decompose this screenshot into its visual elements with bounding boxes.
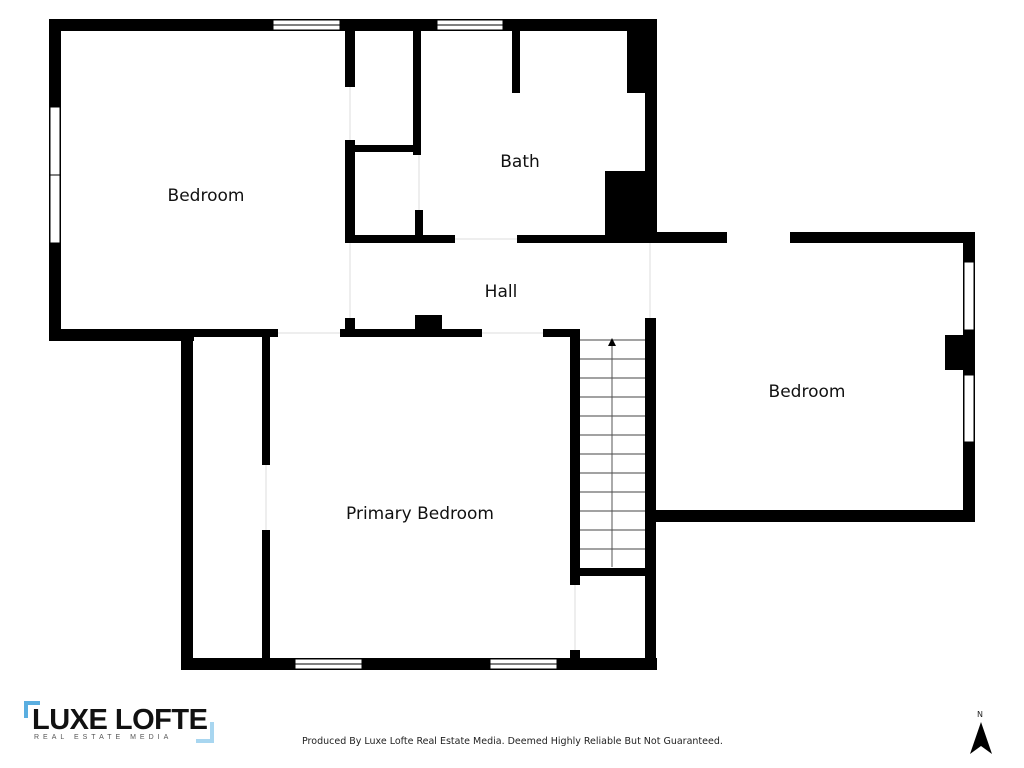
room-label-bath: Bath bbox=[500, 152, 540, 172]
wall bbox=[345, 31, 355, 87]
wall bbox=[790, 232, 975, 243]
wall bbox=[181, 337, 193, 670]
fireplace bbox=[945, 335, 963, 370]
wall bbox=[340, 329, 482, 337]
wall bbox=[181, 329, 278, 337]
logo-bracket bbox=[196, 722, 214, 743]
wall bbox=[645, 318, 656, 670]
wall bbox=[413, 31, 421, 155]
wall bbox=[645, 19, 657, 243]
logo-name: LUXE LOFTE bbox=[32, 704, 208, 736]
wall bbox=[262, 337, 270, 465]
room-label-primary-bedroom: Primary Bedroom bbox=[346, 504, 494, 524]
room-label-hall: Hall bbox=[484, 282, 518, 302]
door-openings bbox=[265, 87, 651, 650]
wall bbox=[345, 318, 355, 337]
room-label-bedroom: Bedroom bbox=[167, 186, 245, 206]
window bbox=[963, 374, 975, 443]
wall bbox=[570, 650, 580, 670]
wall bbox=[645, 232, 727, 243]
logo-bracket bbox=[24, 701, 40, 718]
wall bbox=[570, 329, 580, 585]
wall bbox=[262, 530, 270, 670]
wall bbox=[627, 31, 645, 93]
logo: LUXE LOFTE REAL ESTATE MEDIA bbox=[24, 700, 216, 746]
wall bbox=[345, 235, 455, 243]
wall bbox=[181, 658, 657, 670]
disclaimer: Produced By Luxe Lofte Real Estate Media… bbox=[302, 736, 723, 747]
window bbox=[49, 106, 61, 176]
walls bbox=[49, 19, 975, 670]
wall bbox=[49, 19, 657, 31]
wall bbox=[415, 210, 423, 243]
window bbox=[963, 261, 975, 331]
wall bbox=[517, 235, 727, 243]
wall bbox=[345, 140, 355, 243]
wall bbox=[345, 145, 421, 152]
stair-arrow-icon bbox=[608, 338, 616, 346]
wall bbox=[512, 31, 520, 93]
north-arrow-icon bbox=[970, 722, 992, 754]
north-label: N bbox=[977, 710, 983, 719]
window bbox=[49, 174, 61, 244]
wall bbox=[415, 315, 442, 337]
wall bbox=[543, 329, 580, 337]
room-label-bedroom-east: Bedroom bbox=[768, 382, 846, 402]
logo-tagline: REAL ESTATE MEDIA bbox=[34, 734, 173, 741]
windows bbox=[49, 19, 975, 670]
wall bbox=[605, 171, 645, 243]
wall bbox=[49, 329, 194, 341]
wall bbox=[645, 510, 975, 522]
wall bbox=[570, 568, 650, 576]
